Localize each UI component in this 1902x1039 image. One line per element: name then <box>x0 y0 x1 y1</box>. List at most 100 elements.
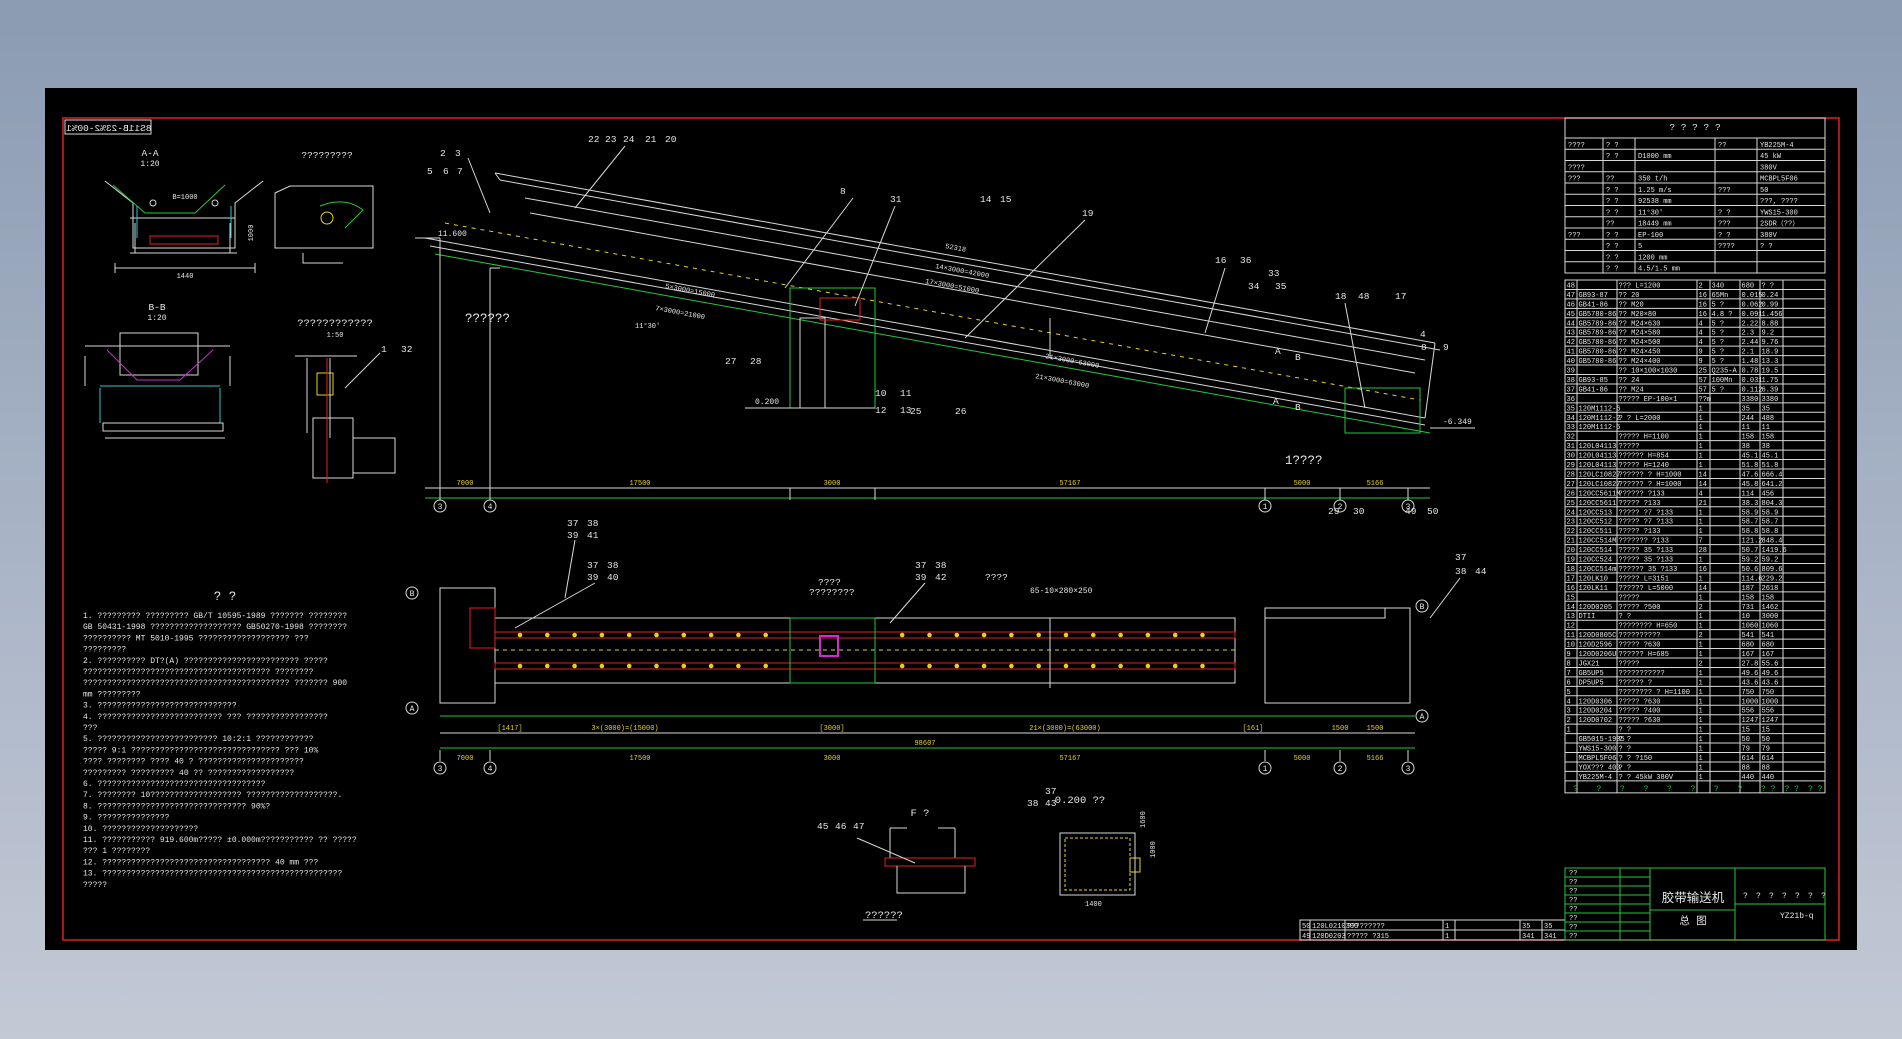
bom-cell: 20 <box>1567 547 1575 555</box>
plan-bolt-bot-5 <box>654 663 659 669</box>
bom-cell: 1.75 <box>1762 377 1779 385</box>
spec-table-title: ? ? ? ? ? <box>1669 122 1720 133</box>
plan-bolt-bot-0 <box>517 663 523 669</box>
notes-line-13: ???? ???????? ???? 40 ? ????????????????… <box>83 758 304 767</box>
elevation-mark-b1: B <box>1295 352 1301 363</box>
spec-cell: EP-100 <box>1638 232 1663 240</box>
bom-cell: ?? M24×500 <box>1619 339 1661 347</box>
bom-cell: 229.2 <box>1762 575 1783 583</box>
bom-cell: DTII <box>1579 613 1596 621</box>
bom-cell: 120D0204 <box>1579 708 1613 716</box>
plan-bolts-note: 65-10×280×250 <box>1030 587 1093 596</box>
bom-cell: ? ? <box>1619 746 1632 754</box>
parts-strip-cell: 341 <box>1522 933 1535 941</box>
detail-pit-callout-37: 37 <box>1045 786 1056 797</box>
bom-cell: 43.6 <box>1742 679 1759 687</box>
bom-cell: 7 <box>1567 670 1571 678</box>
bom-cell: 120L04113 <box>1579 462 1617 470</box>
bom-cell: 21 <box>1699 500 1707 508</box>
detail-top-view: ????????? <box>274 150 374 264</box>
bom-cell: 28 <box>1699 547 1707 555</box>
bom-cell: 2 <box>1567 717 1571 725</box>
bom-cell: 45.1 <box>1762 453 1779 461</box>
bom-cell: 1462 <box>1762 604 1779 612</box>
plan-callout-9: ???????? <box>809 587 855 598</box>
bom-cell: GB5789-86 <box>1579 330 1617 338</box>
bom-cell: JGX21 <box>1579 660 1600 668</box>
bom-cell: ????? ?7 ?133 <box>1619 519 1674 527</box>
bom-cell: 120CC5611M <box>1579 490 1621 498</box>
title-block-sub: 总 图 <box>1679 914 1706 928</box>
plan-callout-1: 38 <box>587 518 599 529</box>
title-block-col-label: ? <box>1795 892 1800 901</box>
bom-cell: 16 <box>1699 311 1707 319</box>
notes-line-15: 6. ??????????????????????????????????? <box>83 780 266 789</box>
bom-cell: 44 <box>1567 320 1575 328</box>
bom-cell: ????? <box>1619 660 1640 668</box>
section-aa-width: B=1000 <box>172 194 197 202</box>
spec-cell: ??? <box>1568 176 1581 184</box>
bom-cell: 14 <box>1699 481 1707 489</box>
plan-leader-3 <box>1429 577 1461 619</box>
detail-f-callout-45: 45 <box>817 821 829 832</box>
plan-bolt-bot-24 <box>1172 663 1178 669</box>
elevation-callout-26: 10 <box>875 388 887 399</box>
bom-cell: 4 <box>1567 698 1571 706</box>
spec-cell: ???? <box>1568 142 1585 150</box>
bom-cell: 1 <box>1699 736 1703 744</box>
bom-cell: 1 <box>1699 509 1703 517</box>
bom-cell: 5 ? <box>1712 358 1725 366</box>
plan-bolt-bot-18 <box>1009 663 1014 669</box>
bom-cell: 50.7 <box>1742 547 1759 555</box>
elevation-dim-top-1: 52318 <box>944 243 966 255</box>
bom-cell: 45.8 <box>1742 481 1759 489</box>
bom-cell: GB5UP5 <box>1579 670 1604 678</box>
bom-cell: 29 <box>1567 462 1575 470</box>
elevation-grid-label-0: 3 <box>438 503 443 512</box>
notes-line-11: 5. ????????????????????????? 10:2:1 ????… <box>83 735 314 744</box>
notes-line-2: ?????????? MT 5010-1995 ????????????????… <box>83 634 309 643</box>
notes-line-24: ????? <box>83 881 107 890</box>
plan-seg-5: [161] <box>1242 725 1263 733</box>
bom-cell: ?? M24×580 <box>1619 330 1661 338</box>
bom-cell: 42 <box>1567 339 1575 347</box>
bom-cell: 79 <box>1742 746 1750 754</box>
parts-strip-cell: 49 <box>1302 933 1310 941</box>
plan-leader-0 <box>564 539 576 599</box>
bom-cell: 35 <box>1567 405 1575 413</box>
spec-cell: ??? <box>1718 221 1731 229</box>
plan-bolt-top-9 <box>763 632 768 638</box>
bom-cell: 120M1112-5 <box>1579 424 1621 432</box>
spec-cell: 1.25 m/s <box>1638 187 1672 195</box>
plan-span-1: 7000 <box>457 755 474 763</box>
spec-cell: 5 <box>1638 243 1642 251</box>
bom-cell: 1.456 <box>1762 311 1783 319</box>
section-bb-view: B-B 1:20 <box>84 302 231 439</box>
bom-cell: 38 <box>1567 377 1575 385</box>
plan-callout-8: ???? <box>818 577 841 588</box>
bom-footer-cell: ? <box>1691 785 1696 794</box>
bom-cell: 10 <box>1567 642 1575 650</box>
elevation-callout-8: 21 <box>645 134 657 145</box>
cad-drawing-canvas[interactable]: 8S11B-23%2-00%1 A-A 1:20 B=1000 1000 144… <box>45 88 1857 950</box>
plan-bolt-bot-7 <box>708 663 714 669</box>
bom-footer-cell: ? <box>1644 785 1649 794</box>
plan-bolt-bot-4 <box>626 663 632 669</box>
plan-bolts <box>517 632 1205 669</box>
bom-cell: 120D0205 <box>1579 604 1613 612</box>
elevation-grid-label-1: 4 <box>488 503 493 512</box>
plan-callout-2: 39 <box>567 530 579 541</box>
elevation-callout-24: 8 <box>1421 342 1427 353</box>
plan-bolt-top-2 <box>572 632 577 638</box>
bom-cell: 4 <box>1699 320 1703 328</box>
spec-cell: D1000 mm <box>1638 153 1672 161</box>
plan-bolt-top-5 <box>654 632 659 638</box>
bom-cell: 16 <box>1699 301 1707 309</box>
plan-bolt-top-1 <box>545 632 550 638</box>
spec-cell: ? ? <box>1606 254 1619 262</box>
detail-f-view: F ? 45 46 47 ?????? <box>817 808 976 922</box>
bom-cell: 120D0805C <box>1579 632 1617 640</box>
bom-cell: 680 <box>1742 642 1755 650</box>
bom-cell: GB41-86 <box>1579 386 1608 394</box>
bom-cell: ? ? <box>1619 727 1632 735</box>
